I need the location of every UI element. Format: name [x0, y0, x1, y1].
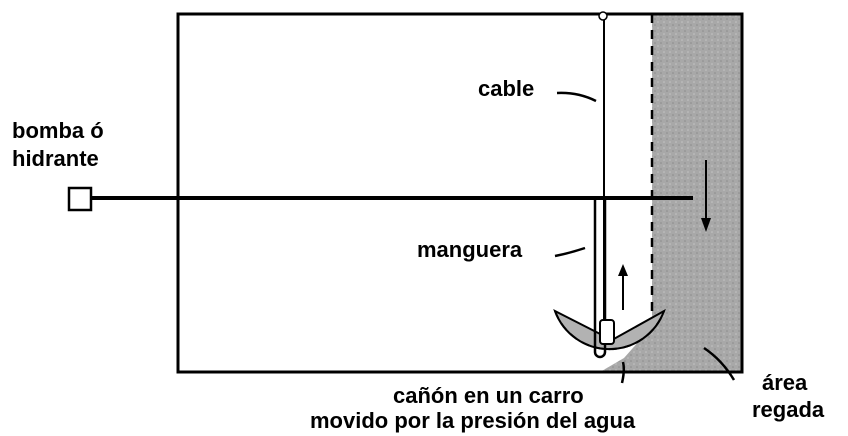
- hose: [593, 200, 607, 359]
- area-label-line1: área: [762, 370, 808, 395]
- shift-arrow-down-head: [701, 218, 711, 232]
- pump-label-line1: bomba ó: [12, 118, 104, 143]
- travel-arrow-up-head: [618, 264, 628, 276]
- cannon-label-line1: cañón en un carro: [393, 383, 584, 408]
- area-label-line2: regada: [752, 397, 825, 422]
- area-leader: [703, 346, 736, 381]
- cannon-cart: [599, 319, 615, 345]
- pump-hydrant-box: [67, 186, 93, 212]
- irrigated-area: [600, 14, 742, 372]
- cannon-label-line2: movido por la presión del agua: [310, 408, 636, 433]
- hose-leader: [554, 246, 586, 258]
- supply-pipe: [91, 196, 693, 200]
- cable-anchor: [598, 11, 608, 21]
- hose-label: manguera: [417, 237, 523, 262]
- cable-label: cable: [478, 76, 534, 101]
- wetted-circle-dashed-edge: [554, 310, 665, 351]
- cannon-leader: [620, 361, 626, 384]
- cable-leader: [556, 91, 597, 103]
- pump-label-line2: hidrante: [12, 146, 99, 171]
- field-boundary: [176, 12, 744, 374]
